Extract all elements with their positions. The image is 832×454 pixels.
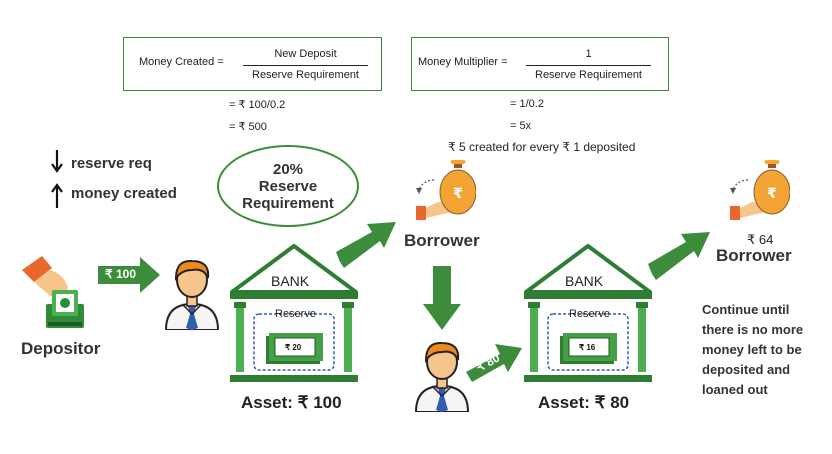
bank-2-reserve-label: Reserve — [569, 308, 610, 320]
arrow-down-icon — [51, 150, 63, 173]
bank-2-reserve-bill: ₹ 16 — [579, 343, 596, 352]
bank-2-asset: Asset: ₹ 80 — [538, 393, 630, 412]
money-multiplier-step-1: = 1/0.2 — [510, 98, 544, 110]
reserve-requirement-oval: 20% Reserve Requirement — [217, 145, 359, 227]
legend-reserve-req: reserve req — [71, 155, 152, 172]
borrower-hand-moneybag-icon-1: ₹ — [416, 160, 476, 220]
borrower-2-label: Borrower — [716, 246, 792, 265]
legend-money-created: money created — [71, 185, 177, 202]
requirement-word: Requirement — [242, 194, 334, 212]
depositor-hand-money-icon — [22, 256, 84, 328]
deposit-amount-1: ₹ 100 — [105, 267, 136, 281]
money-multiplier-numerator: 1 — [585, 48, 592, 60]
depositor-label: Depositor — [21, 339, 101, 358]
money-multiplier-denominator: Reserve Requirement — [535, 69, 642, 81]
deposit-arrow-2 — [466, 344, 522, 382]
money-created-step-2: = ₹ 500 — [229, 121, 267, 133]
bank-1-asset: Asset: ₹ 100 — [241, 393, 342, 412]
loan-arrow-1 — [336, 222, 396, 268]
bank-building-1 — [230, 244, 358, 382]
bank-1-name: BANK — [271, 273, 310, 289]
borrower-1-label: Borrower — [404, 231, 480, 250]
money-created-numerator: New Deposit — [274, 48, 337, 60]
bank-building-2 — [524, 244, 652, 382]
money-created-denominator: Reserve Requirement — [252, 69, 359, 81]
bank-1-reserve-bill: ₹ 20 — [285, 343, 302, 352]
money-multiplier-label: Money Multiplier = — [418, 56, 508, 68]
money-created-fraction-line — [243, 65, 368, 66]
money-multiplier-step-2: = 5x — [510, 120, 532, 132]
svg-text:₹: ₹ — [453, 186, 463, 202]
arrow-up-icon — [51, 183, 63, 208]
money-created-step-1: = ₹ 100/0.2 — [229, 99, 286, 111]
continue-note: Continue until there is no more money le… — [702, 302, 804, 397]
money-multiplier-fraction-line — [526, 65, 651, 66]
reserve-percent: 20% — [272, 160, 304, 178]
loan-arrow-2 — [648, 232, 710, 280]
money-multiplier-formula-box — [411, 37, 669, 91]
borrower-2-amount: ₹ 64 — [747, 232, 774, 247]
borrower-hand-moneybag-icon-2: ₹ — [730, 160, 790, 220]
bank-1-reserve-label: Reserve — [275, 308, 316, 320]
money-created-label: Money Created = — [139, 56, 224, 68]
money-created-formula-box — [123, 37, 382, 91]
deposit-arrow-1 — [98, 257, 160, 293]
person-avatar-2 — [414, 341, 470, 412]
svg-text:₹: ₹ — [767, 186, 777, 202]
redeposit-down-arrow — [423, 266, 461, 330]
person-avatar-1 — [164, 259, 220, 330]
money-multiplier-note: ₹ 5 created for every ₹ 1 deposited — [448, 140, 636, 154]
bank-2-name: BANK — [565, 273, 604, 289]
reserve-word: Reserve — [258, 177, 318, 195]
